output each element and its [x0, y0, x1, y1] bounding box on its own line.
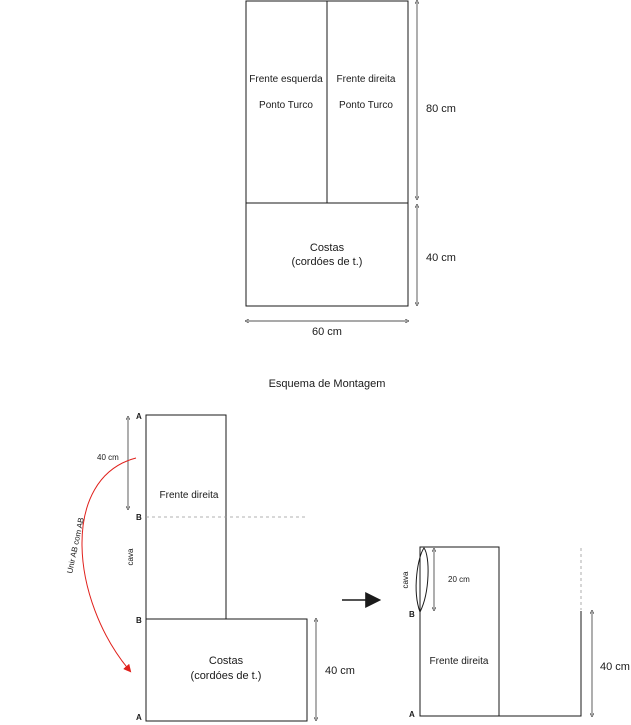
back-stitch: (cordóes de t.) [292, 256, 363, 268]
join-label: Unir AB com AB [65, 517, 86, 575]
point-b-mid: B [136, 513, 142, 522]
cava-loop [415, 547, 429, 614]
point-a-top: A [136, 412, 142, 421]
point-b-low: B [136, 616, 142, 625]
dim-80-label: 80 cm [426, 103, 456, 115]
left-front-stitch: Ponto Turco [259, 100, 313, 111]
dim-40-label-top: 40 cm [426, 252, 456, 264]
join-arrow [81, 457, 137, 673]
dim-40-back-label: 40 cm [325, 665, 355, 677]
point-a-bottom: A [136, 713, 142, 722]
right-front-name: Frente direita [337, 74, 396, 85]
back-name-left: Costas [209, 655, 244, 667]
right-front-stitch: Ponto Turco [339, 100, 393, 111]
dim-40-left-label: 40 cm [97, 453, 119, 462]
front-label-left: Frente direita [160, 490, 219, 501]
front-body-right [419, 546, 500, 717]
assembly-title: Esquema de Montagem [269, 378, 386, 390]
left-front-name: Frente esquerda [249, 74, 323, 85]
back-stitch-left: (cordóes de t.) [191, 670, 262, 682]
cava-label-left: cava [126, 548, 135, 565]
right-assembly: cava 20 cm B A Frente direita 40 cm [401, 546, 630, 719]
back-block [145, 618, 308, 722]
point-a-right: A [409, 710, 415, 719]
back-panel [245, 202, 409, 307]
dim-20-label: 20 cm [448, 575, 470, 584]
point-b-right: B [409, 610, 415, 619]
cava-label-right: cava [401, 571, 410, 588]
back-outline-right [499, 611, 582, 717]
back-name: Costas [310, 242, 345, 254]
dim-60-label: 60 cm [312, 326, 342, 338]
front-label-right: Frente direita [430, 656, 489, 667]
left-assembly: A B B A 40 cm Frente direita cava Unir A… [65, 412, 355, 722]
top-pattern: Frente esquerda Ponto Turco Frente direi… [246, 1, 456, 338]
dim-40-right-label: 40 cm [600, 661, 630, 673]
